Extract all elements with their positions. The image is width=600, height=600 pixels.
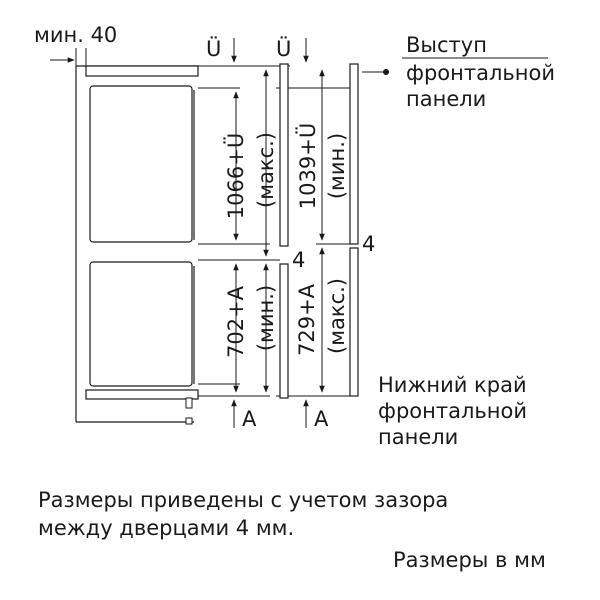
door-panels-right	[349, 63, 359, 397]
dim-upper-2-label: 1039+Ü	[295, 123, 320, 209]
footnote-line-2: между дверцами 4 мм.	[38, 516, 295, 540]
footnote: Размеры приведены с учетом зазора между …	[38, 486, 448, 542]
gap-left-label: 4	[292, 248, 305, 272]
overhang-label-3: панели	[406, 87, 486, 111]
appliance-body	[89, 85, 195, 387]
overhang-dot	[383, 69, 389, 75]
units-note: Размеры в мм	[393, 548, 546, 572]
dim-upper-1-label: 1066+Ü	[223, 133, 248, 219]
overhang-label-1: Выступ	[406, 33, 487, 57]
u-right-label: Ü	[276, 36, 291, 61]
dim-upper-1-sub: (макс.)	[254, 132, 278, 208]
bottom-edge-label-3: панели	[378, 425, 458, 449]
gap-right-label: 4	[362, 232, 375, 256]
footnote-line-1: Размеры приведены с учетом зазора	[38, 488, 449, 512]
door-panels-left	[279, 63, 289, 399]
dim-lower-1-sub: (мин.)	[254, 285, 278, 351]
dim-upper-2-sub: (мин.)	[325, 133, 349, 199]
bottom-edge-label-2: фронтальной	[378, 399, 527, 423]
u-left-label: Ü	[206, 36, 221, 61]
min-gap-label: мин. 40	[34, 23, 117, 47]
cabinet-bottom-plate	[85, 389, 199, 400]
appliance-foot	[185, 397, 193, 409]
dim-lower-2-sub: (макс.)	[325, 278, 349, 354]
dim-lower-2-label: 729+A	[295, 283, 319, 356]
a-left-label: A	[242, 407, 257, 431]
a-right-label: A	[314, 407, 329, 431]
bottom-edge-label-1: Нижний край	[378, 373, 527, 397]
overhang-label-2: фронтальной	[406, 61, 555, 85]
cabinet-top-plate	[85, 65, 199, 77]
dim-lower-1-label: 702+A	[224, 285, 248, 358]
appliance-foot	[185, 417, 193, 425]
